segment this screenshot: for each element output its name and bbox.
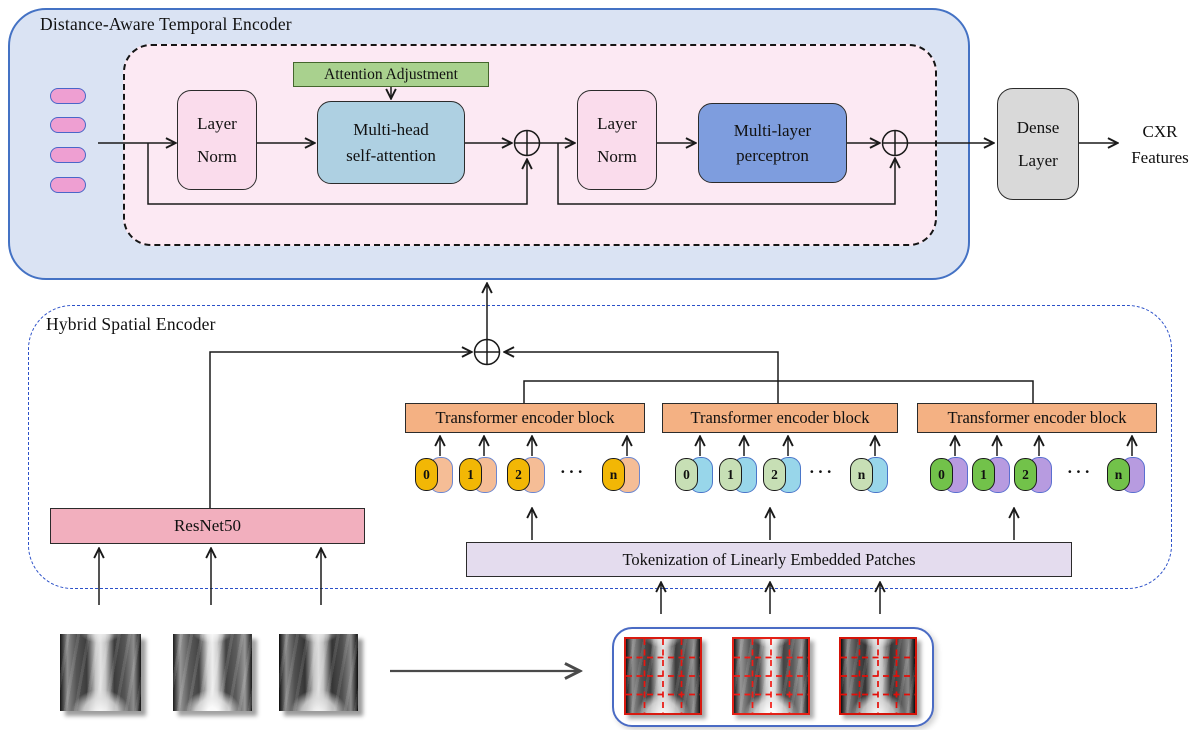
token-pair: 2 xyxy=(507,457,545,493)
layer-norm-1-box: Layer Norm xyxy=(177,90,257,190)
cxr-line2: Features xyxy=(1131,148,1189,168)
patch-grid-overlay xyxy=(734,639,808,713)
temporal-encoder-title: Distance-Aware Temporal Encoder xyxy=(40,14,292,34)
transformer-encoder-block-2: Transformer encoder block xyxy=(662,403,898,433)
layer-norm-1-line1: Layer xyxy=(197,113,237,133)
token-pair: n xyxy=(1107,457,1145,493)
transformer-block-1-label: Transformer encoder block xyxy=(435,408,615,427)
spatial-encoder-panel xyxy=(28,305,1172,589)
token-pair: 0 xyxy=(930,457,968,493)
xray-patch-image xyxy=(624,637,702,715)
mhsa-line1: Multi-head xyxy=(353,120,429,139)
xray-patch-image xyxy=(732,637,810,715)
token-index-pill: 2 xyxy=(763,458,786,491)
token-ellipsis: ··· xyxy=(559,462,586,481)
token-pair: n xyxy=(602,457,640,493)
xray-image xyxy=(173,634,252,711)
layer-norm-2-line1: Layer xyxy=(597,113,637,133)
token-index-pill: 0 xyxy=(930,458,953,491)
multi-head-self-attention-box: Multi-head self-attention xyxy=(317,101,465,184)
dense-line2: Layer xyxy=(1018,151,1058,170)
patch-grid-overlay xyxy=(626,639,700,713)
token-pair: 0 xyxy=(675,457,713,493)
token-index-pill: 1 xyxy=(972,458,995,491)
token-pair: 0 xyxy=(415,457,453,493)
token-index-pill: 1 xyxy=(459,458,482,491)
token-pair: 2 xyxy=(763,457,801,493)
input-token-pill xyxy=(50,147,86,163)
mhsa-line2: self-attention xyxy=(346,145,436,165)
transformer-block-3-label: Transformer encoder block xyxy=(947,408,1127,427)
patch-grid-overlay xyxy=(841,639,915,713)
attention-adjustment-label: Attention Adjustment xyxy=(324,65,458,83)
token-pair: 2 xyxy=(1014,457,1052,493)
resnet50-label: ResNet50 xyxy=(173,516,242,535)
token-pair: 1 xyxy=(972,457,1010,493)
resnet50-box: ResNet50 xyxy=(50,508,365,544)
cxr-features-label: CXR Features xyxy=(1120,119,1200,172)
transformer-encoder-block-1: Transformer encoder block xyxy=(405,403,645,433)
tokenization-label: Tokenization of Linearly Embedded Patche… xyxy=(622,549,916,569)
token-index-pill: n xyxy=(1107,458,1130,491)
token-index-pill: 2 xyxy=(507,458,530,491)
spatial-encoder-title: Hybrid Spatial Encoder xyxy=(46,314,216,334)
layer-norm-2-line2: Norm xyxy=(597,147,637,166)
xray-image xyxy=(60,634,141,711)
input-token-pill xyxy=(50,117,86,133)
xray-image xyxy=(279,634,358,711)
token-pair: n xyxy=(850,457,888,493)
token-pair: 1 xyxy=(459,457,497,493)
multi-layer-perceptron-box: Multi-layer perceptron xyxy=(698,103,847,183)
token-index-pill: 1 xyxy=(719,458,742,491)
token-index-pill: n xyxy=(602,458,625,491)
dense-layer-box: Dense Layer xyxy=(997,88,1079,200)
token-ellipsis: ··· xyxy=(1066,462,1093,481)
token-index-pill: n xyxy=(850,458,873,491)
mlp-line2: perceptron xyxy=(736,146,809,165)
patch-image-box xyxy=(612,627,934,727)
layer-norm-2-box: Layer Norm xyxy=(577,90,657,190)
attention-adjustment-box: Attention Adjustment xyxy=(293,62,489,87)
input-token-pill xyxy=(50,177,86,193)
token-ellipsis: ··· xyxy=(808,462,835,481)
token-index-pill: 2 xyxy=(1014,458,1037,491)
tokenization-box: Tokenization of Linearly Embedded Patche… xyxy=(466,542,1072,577)
transformer-encoder-block-3: Transformer encoder block xyxy=(917,403,1157,433)
token-index-pill: 0 xyxy=(415,458,438,491)
mlp-line1: Multi-layer xyxy=(733,120,812,140)
token-index-pill: 0 xyxy=(675,458,698,491)
layer-norm-1-line2: Norm xyxy=(197,147,237,166)
xray-patch-image xyxy=(839,637,917,715)
transformer-block-2-label: Transformer encoder block xyxy=(690,408,870,427)
cxr-line1: CXR xyxy=(1142,122,1178,141)
input-token-pill xyxy=(50,88,86,104)
dense-line1: Dense xyxy=(1016,117,1060,137)
token-pair: 1 xyxy=(719,457,757,493)
